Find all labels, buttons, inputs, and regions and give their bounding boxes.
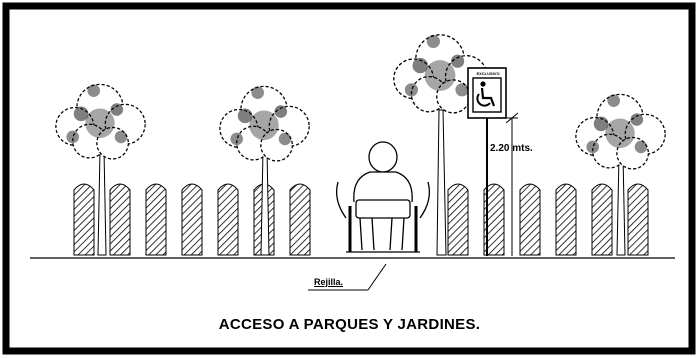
wheelchair-user-icon [335,141,431,253]
bollard [627,183,649,256]
tree-icon [393,34,488,256]
bollard [289,183,311,256]
bollard [591,183,613,256]
bollard [181,183,203,256]
grate-leader [308,263,387,291]
height-label: 2.20 mts. [490,143,533,154]
bollard [519,183,541,256]
bollard [109,183,131,256]
outer-border [2,2,696,355]
sign-header-text: EXCLUSIVO [476,71,500,76]
wheelchair-accessibility-icon [467,67,507,119]
bollard [145,183,167,256]
bollard [73,183,95,256]
bollard [555,183,577,256]
grate-label: Rejilla. [314,277,344,287]
tree-icon [575,93,666,256]
bollard [217,183,239,256]
bollard [483,183,505,256]
tree-icon [219,85,310,256]
bollard [447,183,469,256]
bollard-row [73,183,649,256]
page-title: ACCESO A PARQUES Y JARDINES. [218,316,481,333]
tree-icon [55,83,146,256]
height-dimension [500,112,519,256]
